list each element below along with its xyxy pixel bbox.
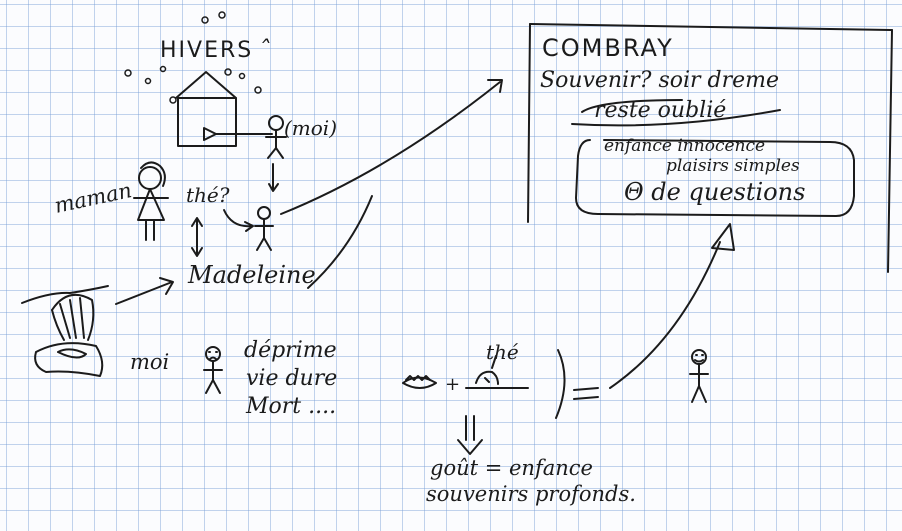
combray-line-1: Souvenir? soir dreme — [540, 68, 780, 93]
snow-circles — [124, 11, 262, 104]
arrow-to-bubble — [609, 223, 735, 389]
bubble-line-2: plaisirs simples — [666, 156, 800, 176]
closing-bracket — [555, 349, 599, 419]
down-double-arrow — [457, 415, 483, 455]
madeleine-label: Madeleine — [188, 261, 316, 289]
vie-dure-label: vie dure — [246, 366, 338, 391]
the-question-label: thé? — [186, 183, 230, 207]
combray-line-2: reste oublié — [594, 98, 727, 123]
moi-label-top: (moi) — [284, 116, 338, 140]
souvenirs-label: souvenirs profonds. — [426, 482, 636, 506]
reste-oublie-highlight — [571, 99, 781, 127]
memory-bubble — [575, 139, 855, 217]
double-arrow — [191, 217, 203, 257]
bubble-line-3: Θ de questions — [624, 178, 806, 206]
madeleine-pastry-drawing — [21, 277, 174, 377]
the-label: thé — [486, 340, 519, 364]
child-stick-figure — [223, 206, 274, 251]
plus-sign: + — [445, 374, 461, 395]
madeleine-plus-tea-drawing — [402, 355, 529, 389]
gout-label: goût = enfance — [430, 456, 593, 480]
mort-label: Mort .... — [246, 394, 337, 419]
deprime-label: déprime — [244, 338, 337, 363]
maman-figure — [133, 161, 169, 241]
sad-moi-figure — [203, 346, 223, 394]
moi-stick-figure — [265, 115, 287, 192]
hivers-circumflex: ˆ — [258, 36, 270, 64]
house-drawing — [175, 71, 273, 147]
moi-label-bottom: moi — [130, 350, 170, 374]
happy-figure — [689, 349, 709, 403]
combray-title: COMBRAY — [542, 34, 674, 62]
arrow-to-combray — [280, 79, 503, 289]
hivers-label: HIVERS — [160, 38, 254, 63]
bubble-line-1: enfance innocence — [604, 136, 766, 156]
combray-frame — [527, 23, 893, 273]
